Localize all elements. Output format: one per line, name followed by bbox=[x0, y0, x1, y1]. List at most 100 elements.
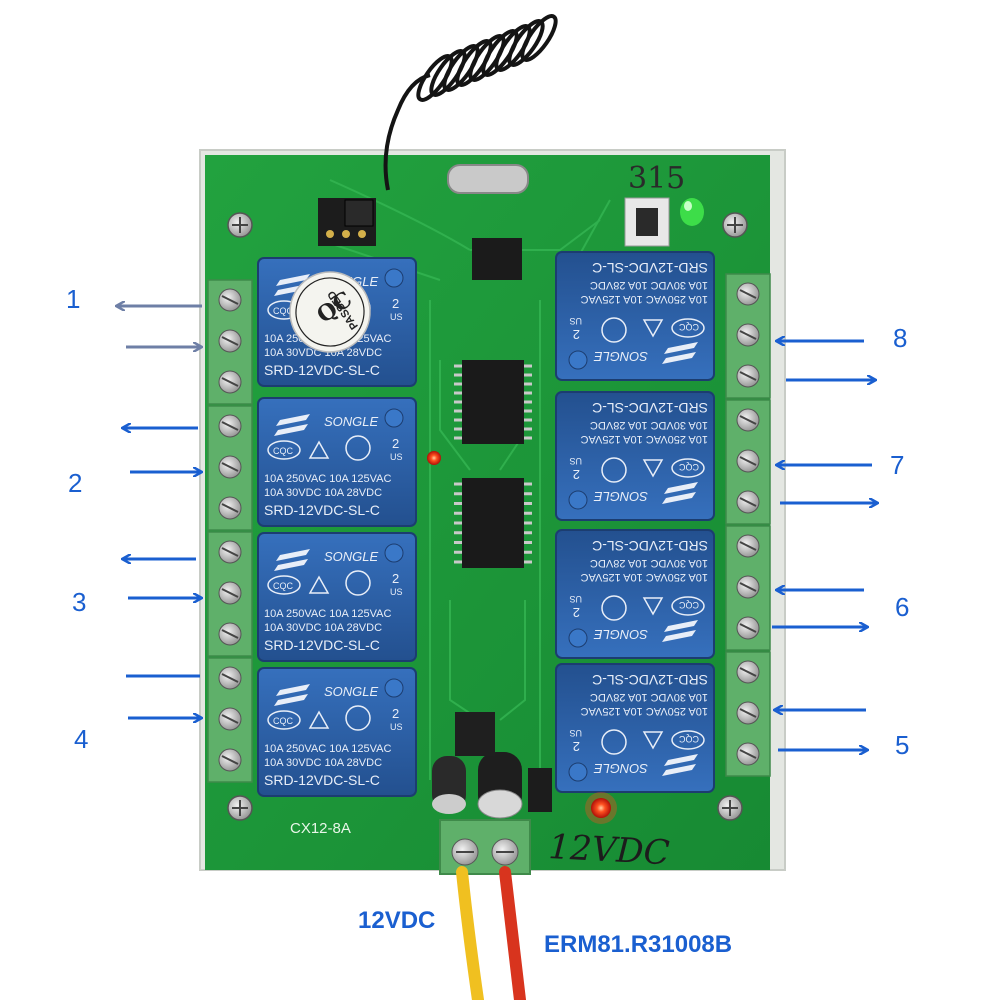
relay-ul-num: 2 bbox=[392, 296, 399, 311]
power-label: 12VDC bbox=[358, 907, 435, 934]
terminal-block-right-3 bbox=[725, 525, 771, 651]
channel-label-right-3: 6 bbox=[895, 592, 909, 622]
relay-rating-1: 10A 250VAC 10A 125VAC bbox=[264, 608, 391, 620]
relay-cert: CQC bbox=[679, 462, 700, 472]
qc-passed-sticker: QC PASSED bbox=[289, 271, 371, 353]
relay-ul-num: 2 bbox=[392, 436, 399, 451]
relay-model: SRD-12VDC-SL-C bbox=[264, 772, 380, 788]
relay-cert: CQC bbox=[273, 446, 294, 456]
relay-ul-sub: US bbox=[390, 722, 403, 732]
channel-label-left-1: 1 bbox=[66, 284, 80, 314]
terminal-block-left-1 bbox=[207, 279, 253, 405]
relay-rating-2: 10A 30VDC 10A 28VDC bbox=[264, 622, 382, 634]
channel-label-right-2: 7 bbox=[890, 450, 904, 480]
terminal-blocks-left bbox=[207, 279, 253, 783]
relay-rating-2: 10A 30VDC 10A 28VDC bbox=[264, 757, 382, 769]
terminal-block-right-4 bbox=[725, 651, 771, 777]
relay-cert: CQC bbox=[679, 734, 700, 744]
terminal-block-right-2 bbox=[725, 399, 771, 525]
learn-button[interactable] bbox=[624, 197, 670, 247]
terminal-block-left-2 bbox=[207, 405, 253, 531]
channel-label-left-2: 2 bbox=[68, 468, 82, 498]
relay-ul-sub: US bbox=[569, 456, 582, 466]
relay-brand: SONGLE bbox=[593, 761, 648, 776]
relay-ul-num: 2 bbox=[392, 706, 399, 721]
relay-cert: CQC bbox=[273, 581, 294, 591]
relay-left-2: SONGLE CQC 2US 10A 250VAC 10A 125VAC 10A 30V… bbox=[257, 397, 417, 527]
relay-ul-num: 2 bbox=[573, 467, 580, 482]
relay-ul-sub: US bbox=[390, 452, 403, 462]
terminal-blocks-right bbox=[725, 273, 771, 777]
io-arrows bbox=[118, 306, 876, 750]
relay-ul-sub: US bbox=[390, 587, 403, 597]
relay-brand: SONGLE bbox=[593, 489, 648, 504]
relay-model: SRD-12VDC-SL-C bbox=[264, 637, 380, 653]
relay-cert: CQC bbox=[273, 716, 294, 726]
relay-model: SRD-12VDC-SL-C bbox=[592, 260, 708, 276]
terminal-block-left-4 bbox=[207, 657, 253, 783]
relay-brand: SONGLE bbox=[324, 684, 379, 699]
relay-brand: SONGLE bbox=[593, 627, 648, 642]
relay-ul-num: 2 bbox=[573, 739, 580, 754]
relay-ul-num: 2 bbox=[573, 327, 580, 342]
relay-right-4: SONGLE CQC 2US 10A 250VAC 10A 125VAC 10A 30V… bbox=[555, 663, 715, 793]
relay-cert: CQC bbox=[679, 600, 700, 610]
relay-brand: SONGLE bbox=[324, 414, 379, 429]
relay-ul-sub: US bbox=[390, 312, 403, 322]
relay-cert: CQC bbox=[679, 322, 700, 332]
relay-ul-num: 2 bbox=[392, 571, 399, 586]
relay-model: SRD-12VDC-SL-C bbox=[592, 538, 708, 554]
relay-rating-2: 10A 30VDC 10A 28VDC bbox=[590, 691, 708, 703]
relay-rating-2: 10A 30VDC 10A 28VDC bbox=[264, 487, 382, 499]
channel-label-right-1: 8 bbox=[893, 323, 907, 353]
product-code: ERM81.R31008B bbox=[544, 931, 732, 958]
relay-rating-1: 10A 250VAC 10A 125VAC bbox=[581, 293, 708, 305]
relay-brand: SONGLE bbox=[324, 549, 379, 564]
channel-label-left-3: 3 bbox=[72, 587, 86, 617]
terminal-block-right-1 bbox=[725, 273, 771, 399]
model-silkscreen: CX12-8A bbox=[290, 820, 351, 837]
terminal-block-left-3 bbox=[207, 531, 253, 657]
channel-label-right-4: 5 bbox=[895, 730, 909, 760]
relay-right-1: SONGLE CQC 2US 10A 250VAC 10A 125VAC 10A 30V… bbox=[555, 251, 715, 381]
relay-cert: CQC bbox=[273, 306, 294, 316]
relay-rating-2: 10A 30VDC 10A 28VDC bbox=[590, 279, 708, 291]
power-led bbox=[585, 792, 617, 824]
channel-labels: 1 2 3 4 8 7 6 5 bbox=[66, 284, 909, 760]
relay-right-2: SONGLE CQC 2US 10A 250VAC 10A 125VAC 10A 30V… bbox=[555, 391, 715, 521]
relay-ul-num: 2 bbox=[573, 605, 580, 620]
relay-model: SRD-12VDC-SL-C bbox=[264, 502, 380, 518]
jumper-header bbox=[318, 198, 376, 246]
center-chips bbox=[454, 360, 532, 568]
relay-rating-1: 10A 250VAC 10A 125VAC bbox=[581, 433, 708, 445]
mounting-screws bbox=[227, 212, 748, 821]
power-section bbox=[432, 712, 552, 875]
relay-model: SRD-12VDC-SL-C bbox=[592, 672, 708, 688]
frequency-handwriting: 315 bbox=[628, 161, 685, 196]
relay-ul-sub: US bbox=[569, 316, 582, 326]
relay-rating-1: 10A 250VAC 10A 125VAC bbox=[264, 473, 391, 485]
crystal-oscillator bbox=[447, 164, 529, 194]
status-led-center bbox=[427, 451, 441, 465]
relay-rating-1: 10A 250VAC 10A 125VAC bbox=[264, 743, 391, 755]
relay-rating-1: 10A 250VAC 10A 125VAC bbox=[581, 571, 708, 583]
relay-model: SRD-12VDC-SL-C bbox=[592, 400, 708, 416]
channel-label-left-4: 4 bbox=[74, 724, 88, 754]
relay-ul-sub: US bbox=[569, 728, 582, 738]
relay-rating-1: 10A 250VAC 10A 125VAC bbox=[581, 705, 708, 717]
relay-left-4: SONGLE CQC 2US 10A 250VAC 10A 125VAC 10A 30V… bbox=[257, 667, 417, 797]
antenna-coil bbox=[383, 14, 558, 191]
power-handwriting: 12VDC bbox=[548, 827, 671, 873]
relay-rating-2: 10A 30VDC 10A 28VDC bbox=[590, 557, 708, 569]
relay-left-3: SONGLE CQC 2US 10A 250VAC 10A 125VAC 10A 30V… bbox=[257, 532, 417, 662]
green-led bbox=[680, 198, 704, 226]
relay-brand: SONGLE bbox=[593, 349, 648, 364]
power-wires bbox=[456, 866, 526, 1000]
relay-model: SRD-12VDC-SL-C bbox=[264, 362, 380, 378]
decoder-ic bbox=[472, 238, 522, 280]
relay-rating-2: 10A 30VDC 10A 28VDC bbox=[590, 419, 708, 431]
